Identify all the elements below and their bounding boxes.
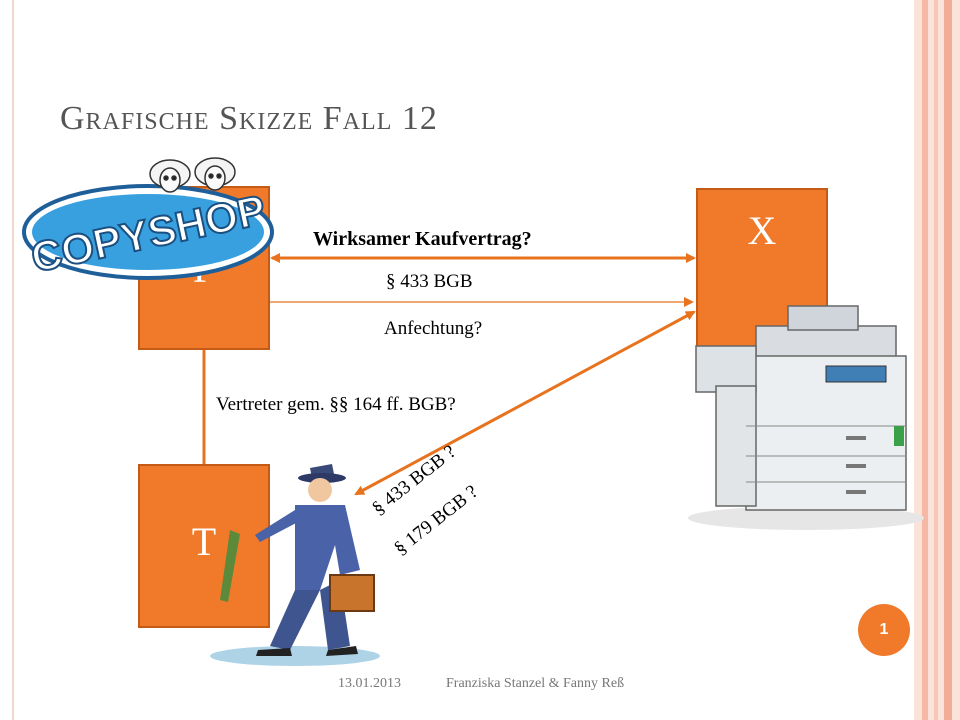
label-433-bgb: § 433 BGB — [386, 271, 473, 292]
left-border — [12, 0, 14, 720]
footer-authors: Franziska Stanzel & Fanny Reß — [446, 676, 625, 691]
arrow-t-x — [354, 310, 696, 496]
businessman-illustration — [210, 464, 380, 666]
slide-title: Grafische Skizze Fall 12 — [60, 100, 438, 137]
box-x-label: X — [747, 207, 777, 253]
footer-date: 13.01.2013 — [338, 676, 401, 691]
label-anfechtung: Anfechtung? — [384, 318, 483, 339]
label-vertreter: Vertreter gem. §§ 164 ff. BGB? — [216, 394, 456, 415]
copier-illustration — [688, 305, 924, 530]
sheep-icon — [149, 157, 236, 193]
label-kaufvertrag: Wirksamer Kaufvertrag? — [313, 228, 532, 250]
side-stripes — [914, 0, 960, 720]
page-number-badge: 1 — [858, 604, 910, 656]
copyshop-logo: COPYSHOP — [22, 157, 274, 282]
box-t-label: T — [191, 518, 217, 564]
box-t: T — [138, 464, 270, 628]
